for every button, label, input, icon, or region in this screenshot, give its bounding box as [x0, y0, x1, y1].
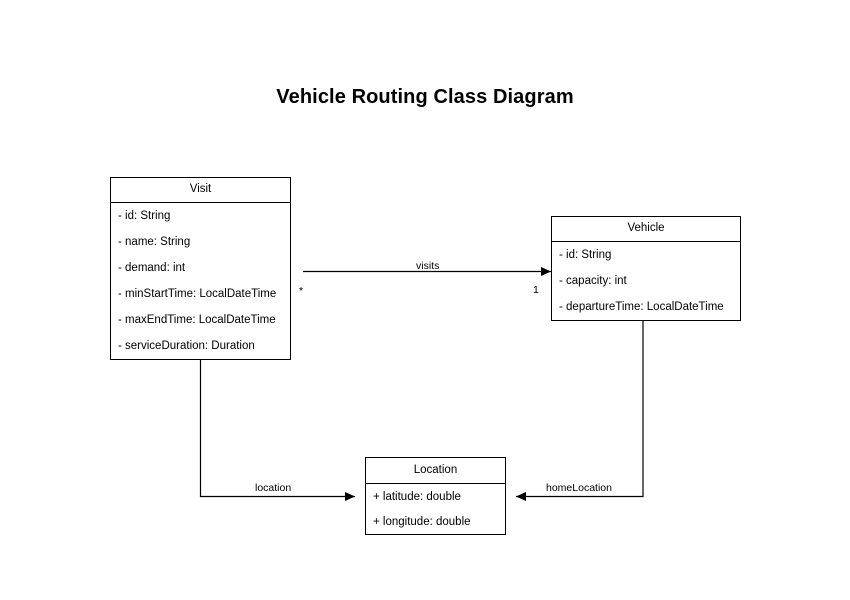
edge-label-location: location [255, 482, 292, 494]
uml-class-location[interactable]: Location + latitude: double + longitude:… [365, 457, 506, 535]
uml-class-vehicle[interactable]: Vehicle - id: String - capacity: int - d… [551, 216, 741, 321]
attribute-row: - serviceDuration: Duration [118, 340, 255, 352]
attribute-row: - id: String [118, 210, 171, 222]
multiplicity-visits-target: * [299, 285, 304, 297]
attribute-list-vehicle: - id: String - capacity: int - departure… [552, 242, 740, 320]
attribute-row: - maxEndTime: LocalDateTime [118, 314, 276, 326]
edge-home-location [516, 321, 644, 501]
edge-label-home-location: homeLocation [546, 482, 612, 494]
multiplicity-visits-source: 1 [533, 284, 539, 296]
attribute-row: - name: String [118, 236, 191, 248]
class-name-visit: Visit [111, 178, 290, 203]
attribute-row: - demand: int [118, 262, 186, 274]
class-name-vehicle: Vehicle [552, 217, 740, 242]
edge-label-visits: visits [416, 260, 440, 272]
attribute-row: + latitude: double [373, 490, 461, 503]
edge-location [199, 360, 355, 501]
attribute-row: + longitude: double [373, 515, 471, 528]
uml-class-visit[interactable]: Visit - id: String - name: String - dema… [110, 177, 291, 360]
attribute-list-location: + latitude: double + longitude: double [366, 484, 505, 534]
attribute-row: - minStartTime: LocalDateTime [118, 288, 277, 300]
attribute-row: - capacity: int [559, 275, 627, 287]
attribute-list-visit: - id: String - name: String - demand: in… [111, 203, 290, 359]
diagram-title: Vehicle Routing Class Diagram [276, 86, 574, 108]
attribute-row: - departureTime: LocalDateTime [559, 301, 724, 313]
class-name-location: Location [366, 458, 505, 484]
attribute-row: - id: String [559, 249, 612, 261]
